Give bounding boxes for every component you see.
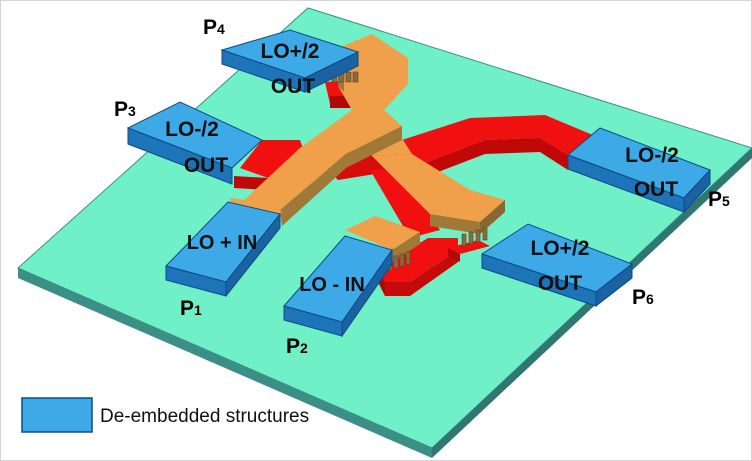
pad-p3-label-line1: LO-/2 — [165, 118, 219, 141]
port-p6-label: P6 — [632, 286, 654, 309]
signal-right-arm-top — [372, 154, 505, 222]
legend: De-embedded structures — [21, 397, 309, 433]
ground-lower-front — [385, 250, 458, 296]
via-post — [482, 227, 488, 241]
pad-p4-label-line1: LO+/2 — [261, 40, 320, 63]
pad-p6-label-line2: OUT — [538, 272, 583, 295]
signal-lo-minus-stub-front — [392, 232, 420, 262]
pad-p3-side — [127, 127, 233, 185]
pad-p5-label-line1: LO-/2 — [625, 144, 679, 167]
pad-p5-label-line2: OUT — [634, 178, 679, 201]
port-p2-label: P2 — [286, 335, 308, 358]
pad-p6-label-line1: LO+/2 — [531, 237, 590, 260]
port-p3-label: P3 — [114, 98, 136, 121]
pad-p4-label-line2: OUT — [271, 75, 316, 98]
ground-right-top — [402, 115, 600, 168]
signal-left-arm-side — [280, 154, 346, 226]
pad-p6-end — [595, 262, 633, 308]
pad-p4-end — [304, 51, 359, 93]
ground-p6-side — [448, 248, 460, 262]
signal-left-arm-top — [240, 110, 402, 210]
via-post — [352, 71, 359, 83]
via-post — [393, 255, 399, 269]
pad-labels: LO+/2 OUT LO-/2 OUT LO + IN LO - IN LO+/… — [165, 40, 679, 296]
via-post — [399, 253, 405, 267]
via-post — [468, 231, 474, 245]
ground-lower-top — [378, 238, 458, 282]
pad-p1-end — [225, 212, 281, 298]
ground-p6-top — [448, 240, 490, 254]
pad-p1-label: LO + IN — [187, 232, 258, 254]
signal-lo-minus-stub-top — [345, 216, 420, 250]
via-post — [461, 233, 467, 247]
signal-center-wall — [346, 126, 402, 168]
port-labels: P4 P3 P1 P2 P6 P5 — [114, 16, 730, 358]
via-post — [475, 229, 481, 243]
substrate-front-side — [18, 268, 432, 458]
via-post — [405, 251, 411, 265]
pad-p2-label: LO - IN — [299, 274, 365, 296]
ground-center-vertical — [370, 170, 440, 238]
legend-label: De-embedded structures — [100, 406, 309, 427]
pads — [126, 29, 711, 338]
signal-right-arm-front — [430, 214, 480, 234]
pad-p2-end — [341, 248, 393, 338]
blue-pad-swatch-icon — [21, 397, 93, 433]
ground-right-front — [412, 138, 568, 182]
via-post — [345, 71, 352, 83]
port-p1-label: P1 — [180, 297, 202, 320]
ground-left-top — [240, 140, 305, 178]
pad-p3-label-line2: OUT — [184, 154, 229, 177]
signal-right-arm-side — [480, 200, 505, 234]
signal-line — [230, 34, 505, 262]
port-p5-label: P5 — [708, 188, 730, 211]
port-p4-label: P4 — [203, 16, 225, 39]
pad-p5-end — [683, 168, 711, 214]
